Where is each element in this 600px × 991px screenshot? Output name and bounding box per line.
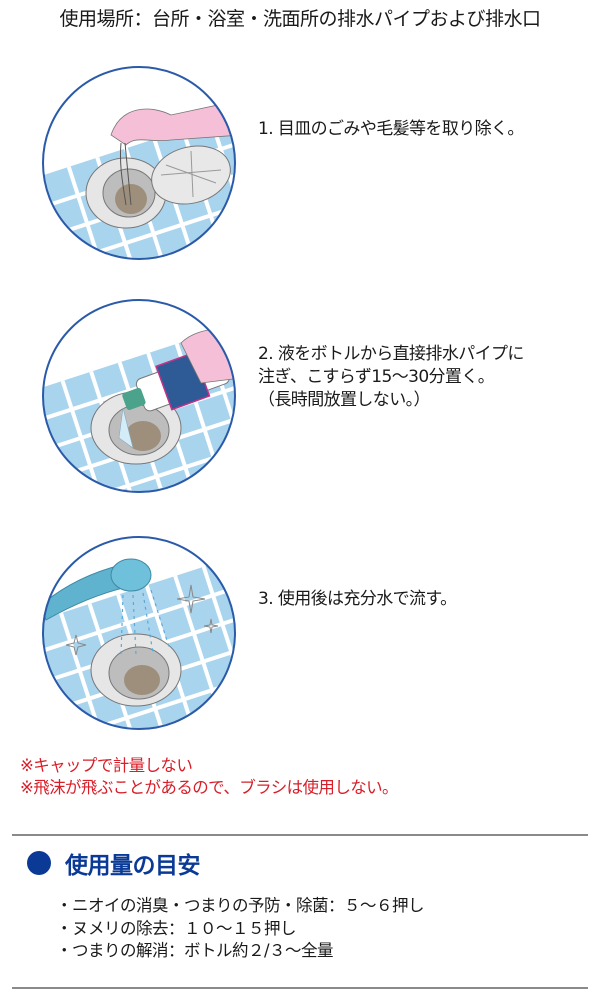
- pouring-bottle-into-drain-icon: [42, 299, 236, 493]
- usage-guide-list: ・ニオイの消臭・つまりの予防・除菌：５〜６押し ・ヌメリの除去：１０〜１５押し …: [56, 895, 425, 963]
- divider-bottom: [12, 987, 588, 989]
- circle-bullet-icon: [27, 851, 51, 875]
- usage-item-slime-removal: ・ヌメリの除去：１０〜１５押し: [56, 918, 297, 938]
- step-1-text: 1. 目皿のごみや毛髪等を取り除く。: [258, 119, 524, 139]
- usage-guide-title: 使用量の目安: [65, 853, 201, 879]
- usage-item-clog-clearing: ・つまりの解消：ボトル約２/３〜全量: [56, 941, 334, 960]
- divider-top: [12, 834, 588, 836]
- note-no-cap-measure: ※キャップで計量しない: [20, 756, 193, 775]
- usage-guide-heading: 使用量の目安: [27, 846, 201, 880]
- step-3-text: 3. 使用後は充分水で流す。: [258, 589, 457, 609]
- hand-removing-hair-from-drain-icon: [42, 66, 236, 260]
- shower-rinsing-drain-icon: [42, 536, 236, 730]
- note-no-brush: ※飛沫が飛ぶことがあるので、ブラシは使用しない。: [20, 778, 399, 797]
- page-title: 使用場所：台所・浴室・洗面所の排水パイプおよび排水口: [59, 8, 541, 30]
- caution-notes: ※キャップで計量しない ※飛沫が飛ぶことがあるので、ブラシは使用しない。: [20, 755, 399, 799]
- usage-item-deodorize: ・ニオイの消臭・つまりの予防・除菌：５〜６押し: [56, 896, 425, 915]
- step-2-text: 2. 液をボトルから直接排水パイプに 注ぎ、こすらず15〜30分置く。 （長時間…: [258, 344, 524, 410]
